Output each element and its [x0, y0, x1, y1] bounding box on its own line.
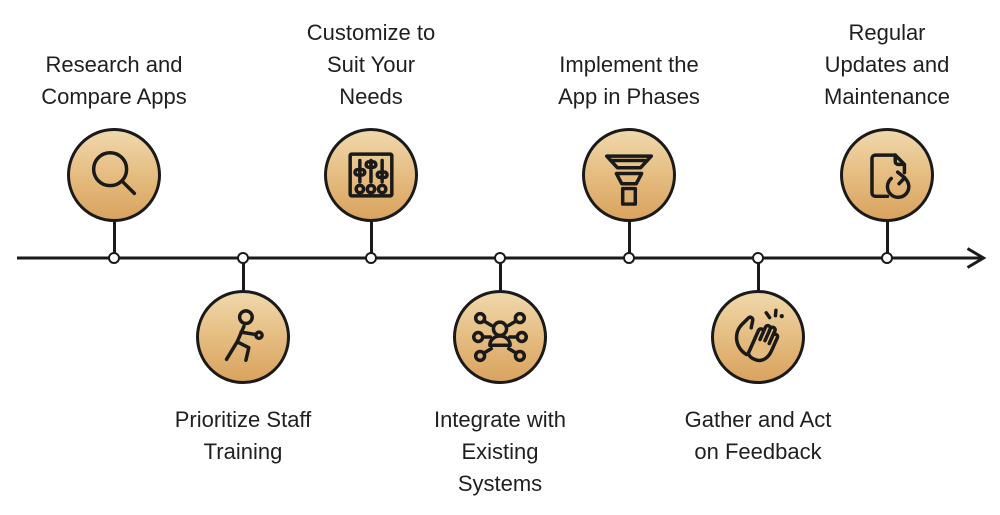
step-icon-badge	[324, 128, 418, 222]
step-label: Research and Compare Apps	[41, 52, 187, 109]
connector-stem	[112, 218, 116, 258]
connector-stem	[756, 258, 760, 294]
connector-stem	[369, 218, 373, 258]
timeline-node	[623, 252, 635, 264]
step-label: Customize to Suit Your Needs	[306, 20, 436, 109]
phased-funnel-icon	[604, 154, 654, 206]
timeline-node	[365, 252, 377, 264]
step-icon-badge	[67, 128, 161, 222]
step-icon-badge	[840, 128, 934, 222]
timeline-node	[237, 252, 249, 264]
connector-stem	[241, 258, 245, 294]
step-label: Integrate with Existing Systems	[433, 407, 567, 496]
step-label: Gather and Act on Feedback	[684, 407, 832, 464]
control-sliders-icon	[348, 152, 394, 198]
connector-stem	[627, 218, 631, 258]
step-icon-badge	[453, 290, 547, 384]
timeline-node	[752, 252, 764, 264]
timeline-node	[494, 252, 506, 264]
timeline-node	[881, 252, 893, 264]
connector-stem	[885, 218, 889, 258]
arrow-head-icon	[966, 247, 987, 269]
magnifier-icon	[91, 150, 137, 196]
document-refresh-icon	[870, 153, 911, 200]
step-label: Regular Updates and Maintenance	[824, 20, 950, 109]
step-icon-badge	[711, 290, 805, 384]
step-label: Implement the App in Phases	[558, 52, 700, 109]
timeline-node	[108, 252, 120, 264]
clapping-hands-icon	[734, 308, 784, 363]
person-network-icon	[472, 311, 528, 363]
step-icon-badge	[196, 290, 290, 384]
connector-stem	[498, 258, 502, 294]
step-label: Prioritize Staff Training	[174, 407, 312, 464]
step-icon-badge	[582, 128, 676, 222]
exercising-person-icon	[224, 309, 264, 362]
